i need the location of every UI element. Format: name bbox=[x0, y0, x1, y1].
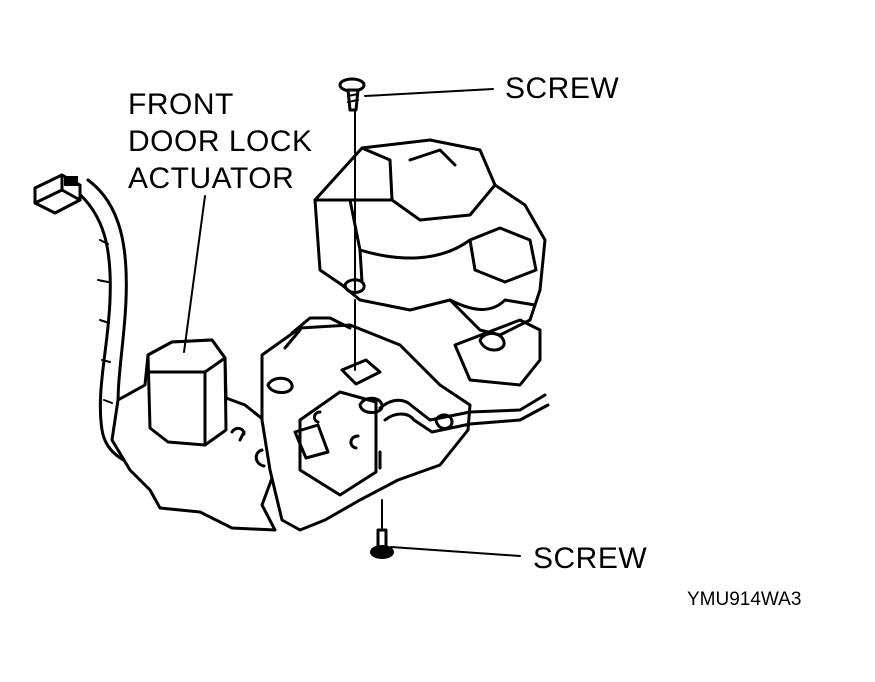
bottom-screw-label: SCREW bbox=[533, 542, 648, 575]
bottom-screw-icon bbox=[370, 528, 394, 559]
actuator-label-line3: ACTUATOR bbox=[128, 162, 295, 195]
actuator-body bbox=[110, 338, 277, 532]
top-screw-hole bbox=[343, 278, 366, 294]
actuator-label-line2: DOOR LOCK bbox=[128, 125, 313, 158]
harness-connector bbox=[33, 173, 82, 215]
screw-alignment-line bbox=[354, 111, 383, 529]
leader-lines bbox=[183, 88, 521, 557]
actuator-label: FRONT DOOR LOCK ACTUATOR bbox=[128, 86, 313, 197]
figure-code: YMU914WA3 bbox=[687, 589, 802, 610]
linkage-rod bbox=[283, 316, 550, 434]
top-screw-label: SCREW bbox=[505, 72, 620, 105]
latch-housing bbox=[313, 138, 547, 387]
actuator-label-line1: FRONT bbox=[128, 88, 234, 121]
top-screw-icon bbox=[338, 77, 366, 112]
